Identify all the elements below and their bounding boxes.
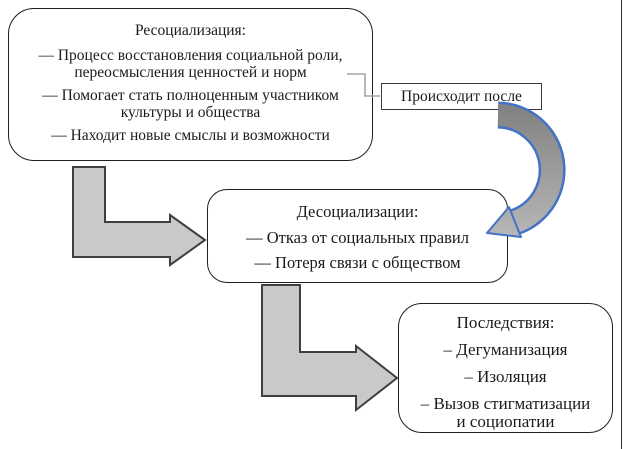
- resocialization-point-1-line-1: — Процесс восстановления социальной роли…: [38, 47, 343, 64]
- consequences-point-3-line-1: – Вызов стигматизации: [420, 394, 591, 413]
- desocialization-point-2: — Потеря связи с обществом: [254, 253, 461, 272]
- consequences-point-3: – Вызов стигматизации и социопатии: [399, 395, 612, 431]
- resocialization-box: Ресоциализация: — Процесс восстановления…: [8, 8, 373, 161]
- bent-arrow-icon-2: [261, 284, 399, 413]
- occurs-after-box: Происходит после: [381, 83, 542, 110]
- consequences-point-3-line-2: и социопатии: [456, 412, 555, 431]
- consequences-title: Последствия:: [456, 313, 555, 332]
- resocialization-point-1: — Процесс восстановления социальной роли…: [9, 47, 372, 81]
- resocialization-point-2: — Помогает стать полноценным участником …: [9, 87, 372, 121]
- consequences-point-2: – Изоляция: [464, 367, 547, 386]
- desocialization-title: Десоциализации:: [296, 202, 419, 221]
- resocialization-point-2-line-1: — Помогает стать полноценным участником: [42, 87, 339, 104]
- resocialization-point-1-line-2: переосмысления ценностей и норм: [74, 64, 307, 81]
- desocialization-box: Десоциализации: — Отказ от социальных пр…: [207, 189, 508, 283]
- resocialization-title: Ресоциализация:: [135, 22, 246, 39]
- consequences-point-1: – Дегуманизация: [443, 340, 568, 359]
- desocialization-point-1: — Отказ от социальных правил: [246, 228, 469, 247]
- right-border-line: [620, 0, 622, 449]
- resocialization-point-3: — Находит новые смыслы и возможности: [51, 127, 330, 144]
- consequences-box: Последствия: – Дегуманизация – Изоляция …: [398, 303, 613, 433]
- bent-arrow-icon-1: [72, 166, 207, 267]
- resocialization-point-2-line-2: культуры и общества: [120, 104, 261, 121]
- occurs-after-label: Происходит после: [401, 88, 522, 105]
